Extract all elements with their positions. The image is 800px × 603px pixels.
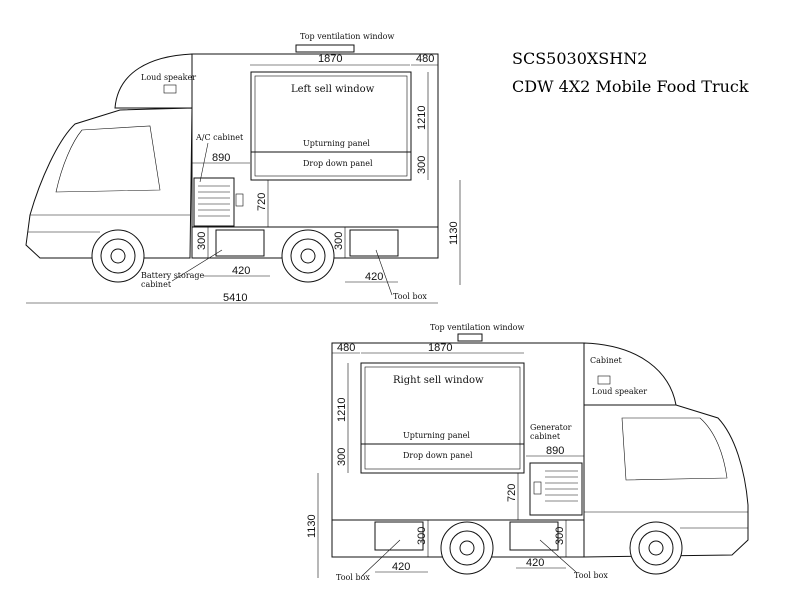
generator-grille-right xyxy=(545,470,578,502)
ac-cabinet-label-left: A/C cabinet xyxy=(195,133,244,142)
dim-890-left: 890 xyxy=(212,152,230,164)
front-wheel-left xyxy=(91,229,145,283)
dim-300a-right: 300 xyxy=(336,448,348,466)
dim-300b-left: 300 xyxy=(196,232,208,250)
dim-300c-right: 300 xyxy=(554,527,566,545)
ac-grille-left xyxy=(198,185,230,217)
left-sell-window xyxy=(250,71,412,181)
dim-1130-left: 1130 xyxy=(448,221,460,245)
right-sell-window xyxy=(360,362,525,474)
dim-1210-right: 1210 xyxy=(336,398,348,422)
left-sell-window-inner xyxy=(254,75,408,177)
dim-5410-left: 5410 xyxy=(223,292,247,304)
top-vent-label-right: Top ventilation window xyxy=(430,323,524,332)
top-vent-label-left: Top ventilation window xyxy=(300,32,394,41)
dim-300b-right: 300 xyxy=(416,527,428,545)
generator-cabinet-right xyxy=(529,462,583,516)
rear-wheel-right xyxy=(440,521,494,575)
dim-1870-right: 1870 xyxy=(428,342,452,354)
vehicle-name: CDW 4X2 Mobile Food Truck xyxy=(512,77,749,96)
dim-300a-left: 300 xyxy=(416,156,428,174)
speaker-icon-left xyxy=(163,84,177,94)
tool-box-label-left: Tool box xyxy=(393,292,427,301)
battery-label-left: Battery storage xyxy=(141,271,205,280)
dim-420b-left: 420 xyxy=(365,271,383,283)
tool-box-b-body-right xyxy=(509,521,559,551)
tool-box-body-left xyxy=(349,229,399,257)
ac-cabinet-left xyxy=(193,177,235,227)
cab-body-right xyxy=(583,404,749,558)
loud-speaker-label-left: Loud speaker xyxy=(141,73,196,82)
tool-box-b-label-right: Tool box xyxy=(574,571,608,580)
dim-890-right: 890 xyxy=(546,445,564,457)
cab-body-left xyxy=(25,107,193,259)
generator-handle-right xyxy=(533,481,542,495)
upturning-label-right: Upturning panel xyxy=(403,431,470,440)
battery-leader-left xyxy=(171,249,223,282)
right-sell-window-inner xyxy=(364,366,521,470)
sell-window-label-right: Right sell window xyxy=(393,375,484,386)
drop-down-label-right: Drop down panel xyxy=(403,451,473,460)
front-wheel-right xyxy=(629,521,683,575)
battery-cabinet-left xyxy=(215,229,265,257)
ac-leader-left xyxy=(199,142,209,183)
dim-420a-right: 420 xyxy=(392,561,410,573)
dim-420b-right: 420 xyxy=(526,557,544,569)
dim-1130-right: 1130 xyxy=(306,514,318,538)
tool-box-b-leader-right xyxy=(539,539,577,573)
tool-box-a-body-right xyxy=(374,521,424,551)
model-number: SCS5030XSHN2 xyxy=(512,49,647,68)
top-vent-window-left xyxy=(295,44,355,53)
cab-window-left xyxy=(55,125,161,193)
top-vent-window-right xyxy=(457,333,483,342)
right-side-view: Top ventilation window Right sell window… xyxy=(306,323,749,582)
tool-box-a-leader-right xyxy=(361,539,401,577)
cab-window-right xyxy=(621,417,728,481)
ac-handle-left xyxy=(235,193,244,207)
dim-480-right: 480 xyxy=(337,342,355,354)
rear-wheel-left xyxy=(281,229,335,283)
loud-speaker-label-right: Loud speaker xyxy=(592,387,647,396)
cabinet-label-right: Cabinet xyxy=(590,356,622,365)
dim-720-left: 720 xyxy=(256,193,268,211)
battery-label2-left: cabinet xyxy=(141,280,172,289)
generator-label2-right: cabinet xyxy=(530,432,561,441)
dim-300c-left: 300 xyxy=(333,232,345,250)
generator-label-right: Generator xyxy=(530,423,572,432)
left-side-view: Top ventilation window Loud speaker Left… xyxy=(25,32,461,304)
dim-720-right: 720 xyxy=(506,484,518,502)
sell-window-label-left: Left sell window xyxy=(291,84,375,95)
dim-1210-left: 1210 xyxy=(416,106,428,130)
speaker-icon-right xyxy=(597,375,611,385)
dim-420a-left: 420 xyxy=(232,265,250,277)
upturning-label-left: Upturning panel xyxy=(303,139,370,148)
dim-1870-left: 1870 xyxy=(318,53,342,65)
drop-down-label-left: Drop down panel xyxy=(303,159,373,168)
tool-box-a-label-right: Tool box xyxy=(336,573,370,582)
dim-480-left: 480 xyxy=(416,53,434,65)
tool-box-leader-left xyxy=(375,249,393,296)
